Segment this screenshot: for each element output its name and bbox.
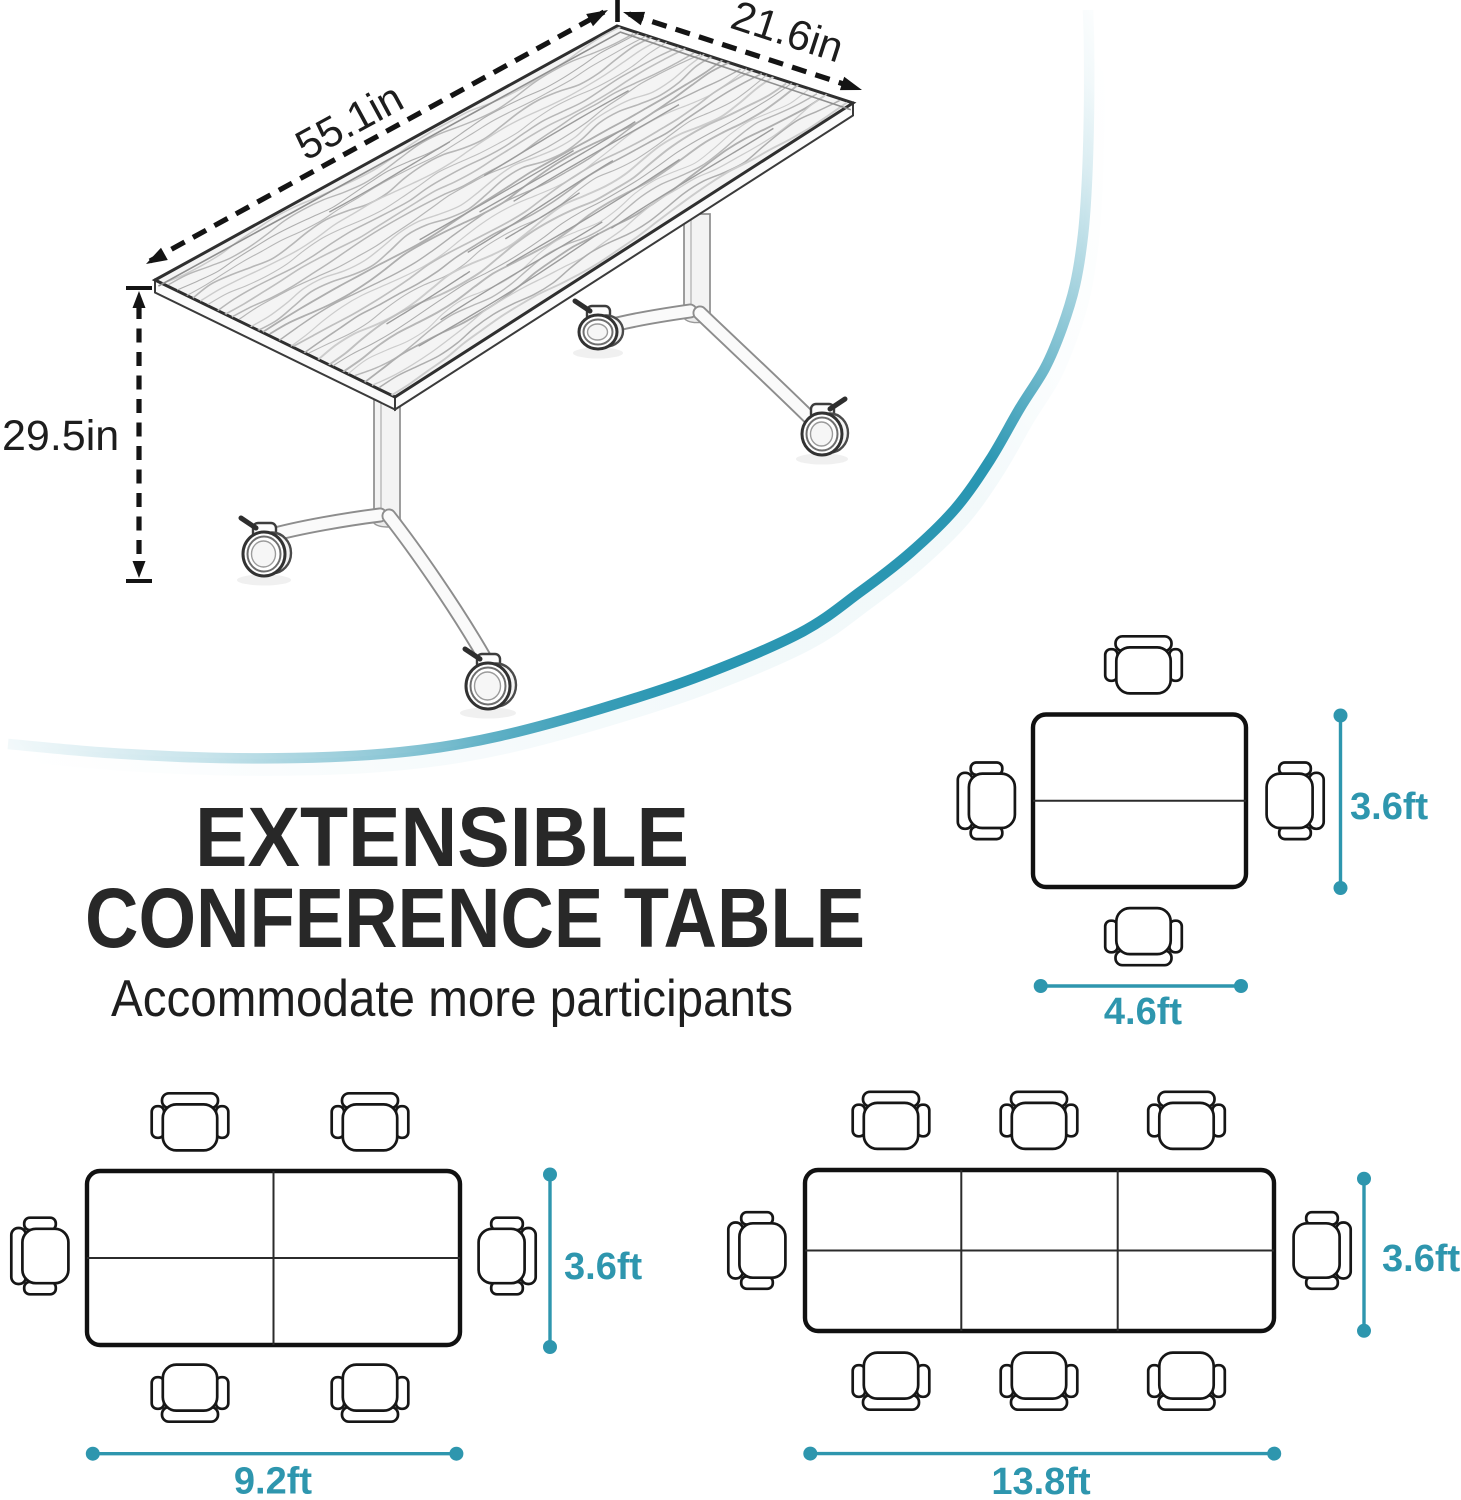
svg-text:9.2ft: 9.2ft [234,1461,312,1500]
svg-text:4.6ft: 4.6ft [1104,991,1182,1033]
svg-text:3.6ft: 3.6ft [1382,1238,1460,1280]
svg-text:13.8ft: 13.8ft [991,1461,1091,1500]
svg-text:29.5in: 29.5in [2,412,119,460]
svg-text:EXTENSIBLE: EXTENSIBLE [195,790,689,884]
svg-text:3.6ft: 3.6ft [564,1246,642,1288]
svg-text:CONFERENCE TABLE: CONFERENCE TABLE [85,871,865,965]
svg-text:3.6ft: 3.6ft [1350,786,1428,828]
svg-text:Accommodate more participants: Accommodate more participants [111,970,793,1028]
